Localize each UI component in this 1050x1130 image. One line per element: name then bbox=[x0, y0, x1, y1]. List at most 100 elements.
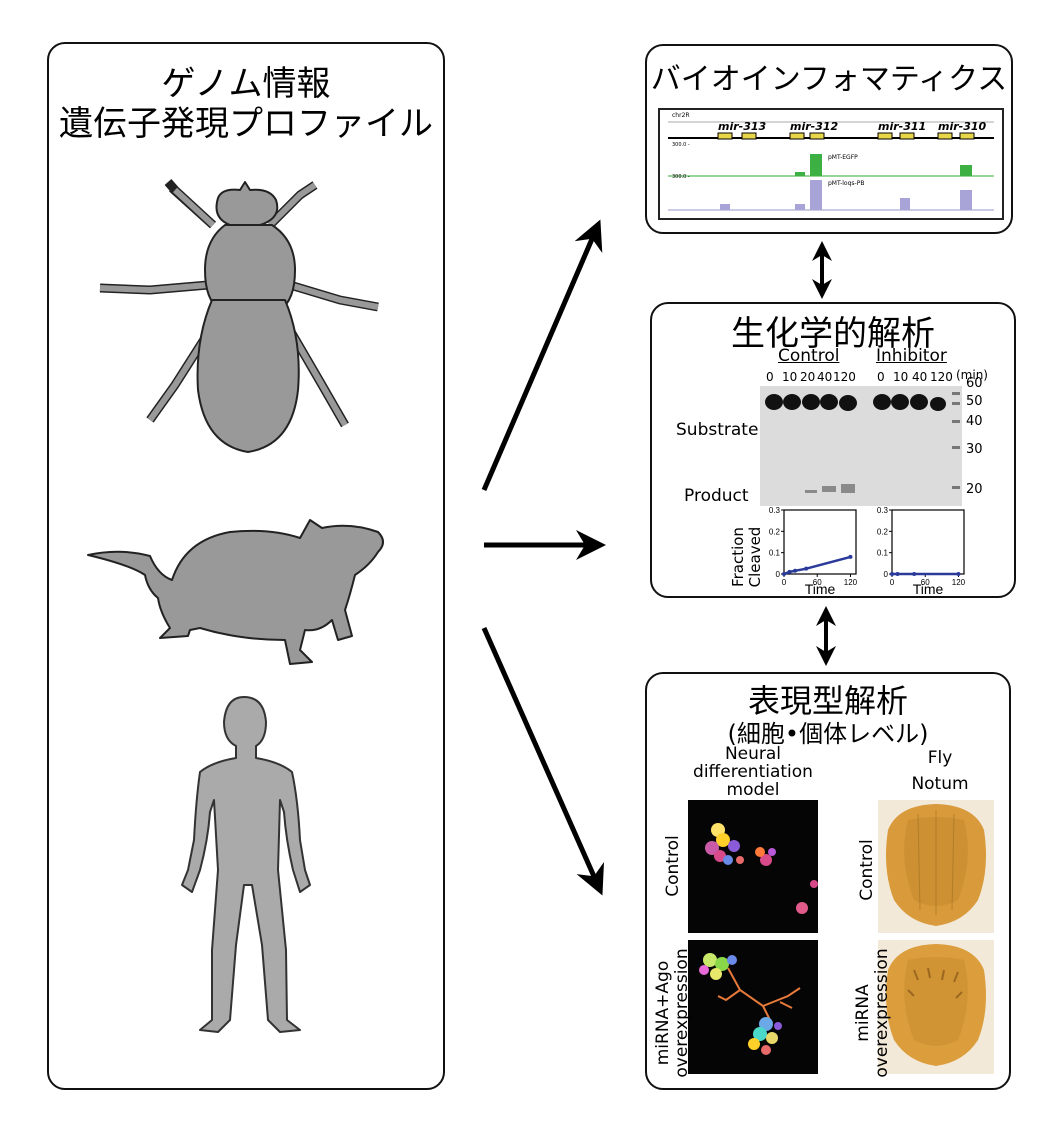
chart-1-xtick-label-2: 120 bbox=[952, 578, 966, 587]
mirna-overexpression-label: miRNA overexpression bbox=[853, 938, 892, 1088]
mirna-ago-label: miRNA+Ago overexpression bbox=[653, 938, 692, 1088]
control-time-0: 0 bbox=[766, 370, 774, 384]
gene-label-311: mir-311 bbox=[878, 120, 927, 133]
chart-0-xlabel: Time bbox=[805, 581, 836, 597]
min-label: (min) bbox=[956, 368, 988, 382]
chrom-label: chr2R bbox=[672, 112, 690, 119]
chart-1-point-1 bbox=[895, 572, 900, 576]
chart-0-ytick-label-0: 0.3 bbox=[769, 506, 781, 515]
inhibitor-time-40: 40 bbox=[912, 370, 928, 384]
genome-browser-tracks bbox=[668, 121, 994, 211]
ladder-20: 20 bbox=[966, 482, 983, 497]
neural-mirna-ago-image bbox=[688, 940, 818, 1074]
genome-info-title: ゲノム情報 bbox=[161, 64, 331, 104]
chart-0-xtick-label-1: 60 bbox=[813, 578, 822, 587]
chart-0-xtick-label-2: 120 bbox=[844, 578, 858, 587]
chart-1-frame bbox=[891, 509, 965, 575]
control-label: Control bbox=[778, 346, 840, 366]
chart-0-ytick-label-2: 0.1 bbox=[769, 549, 781, 558]
notum-label: Notum bbox=[911, 774, 969, 794]
chart-1-xtick-label-0: 0 bbox=[890, 578, 895, 587]
phenotype-title: 表現型解析 bbox=[747, 682, 908, 720]
control-time-20: 20 bbox=[800, 370, 816, 384]
neural-label-3: model bbox=[726, 780, 780, 800]
neural-mirna-ago-cells bbox=[699, 953, 801, 1055]
fly-label: Fly bbox=[927, 748, 953, 768]
neural-label-1: Neural bbox=[724, 744, 782, 764]
loqs-peak-311 bbox=[900, 198, 910, 210]
neural-control-cells bbox=[705, 823, 818, 914]
egfp-peak-310 bbox=[960, 165, 972, 176]
chart-1-ytick-label-2: 0.1 bbox=[877, 549, 889, 558]
control-time-10: 10 bbox=[782, 370, 798, 384]
control-time-120: 120 bbox=[833, 370, 856, 384]
neural-control-label: Control bbox=[663, 835, 683, 897]
chart-0-point-3 bbox=[804, 566, 809, 571]
chart-0-ytick-label-3: 0 bbox=[776, 570, 781, 579]
notum-mirna-thorax bbox=[886, 944, 986, 1066]
mirna-ago-label-1: miRNA+Ago bbox=[653, 960, 673, 1066]
neural-control-image bbox=[688, 800, 818, 933]
chart-0-point-0 bbox=[782, 572, 786, 576]
ladder-40: 40 bbox=[966, 414, 983, 429]
inhibitor-time-0: 0 bbox=[877, 370, 885, 384]
gel-bands bbox=[765, 392, 960, 493]
mirna-ago-label-2: overexpression bbox=[672, 948, 692, 1078]
product-label: Product bbox=[684, 486, 749, 506]
genome-browser: chr2R mir-313 mir-312 mir-311 mir-310 30… bbox=[658, 108, 1004, 220]
chart-1-point-0 bbox=[890, 572, 894, 576]
track2-scale: 300.0 - bbox=[672, 174, 690, 180]
gene-expression-title: 遺伝子発現プロファイル bbox=[59, 104, 433, 144]
chart-1-point-2 bbox=[912, 572, 917, 576]
gel-image bbox=[760, 386, 962, 506]
notum-control-image bbox=[878, 800, 994, 933]
chart-0-xtick-label-0: 0 bbox=[782, 578, 787, 587]
chart-1-ytick-label-0: 0.3 bbox=[877, 506, 889, 515]
chart-1-ytick-label-1: 0.2 bbox=[877, 527, 889, 536]
biochem-title: 生化学的解析 bbox=[731, 314, 935, 354]
chart-1-xtick-label-1: 60 bbox=[921, 578, 930, 587]
track1-scale: 300.0 - bbox=[672, 142, 690, 148]
inhibitor-time-120: 120 bbox=[930, 370, 953, 384]
loqs-peak-small bbox=[795, 204, 805, 210]
ladder-60: 60 bbox=[966, 376, 983, 391]
mirna-label-2: overexpression bbox=[872, 948, 892, 1078]
egfp-peak-small bbox=[795, 172, 805, 176]
mirna-label-1: miRNA bbox=[853, 984, 873, 1042]
loqs-peak-312 bbox=[810, 180, 822, 210]
track2-label: pMT-loqs-PB bbox=[828, 180, 865, 187]
chart-0-point-2 bbox=[793, 568, 798, 573]
chart-0-ytick-label-1: 0.2 bbox=[769, 527, 781, 536]
gene-label-312: mir-312 bbox=[790, 120, 839, 133]
chart-1-xlabel: Time bbox=[913, 581, 944, 597]
ladder-50: 50 bbox=[966, 394, 983, 409]
bioinformatics-title: バイオインフォマティクス bbox=[650, 62, 1008, 97]
chart-0-point-4 bbox=[848, 554, 853, 559]
chart-1-point-3 bbox=[956, 572, 961, 576]
notum-control-label: Control bbox=[857, 839, 877, 901]
gene-label-310: mir-310 bbox=[938, 120, 987, 133]
track1-label: pMT-EGFP bbox=[828, 154, 858, 161]
egfp-peak-312 bbox=[810, 154, 822, 176]
arrow-to-phenotype bbox=[481, 626, 604, 896]
chart-0-frame bbox=[783, 509, 857, 575]
control-time-40: 40 bbox=[817, 370, 833, 384]
phenotype-subtitle: (細胞•個体レベル) bbox=[727, 720, 929, 748]
arrow-to-bioinformatics bbox=[481, 219, 603, 491]
loqs-peak-310 bbox=[960, 190, 972, 210]
neural-label-2: differentiation bbox=[693, 762, 813, 782]
gene-label-313: mir-313 bbox=[718, 120, 767, 133]
chart-0-point-1 bbox=[787, 569, 792, 574]
ladder-30: 30 bbox=[966, 442, 983, 457]
loqs-peak-313 bbox=[720, 204, 730, 210]
inhibitor-label: Inhibitor bbox=[876, 346, 947, 366]
notum-control-thorax bbox=[886, 804, 986, 926]
notum-mirna-image bbox=[878, 940, 994, 1074]
inhibitor-time-10: 10 bbox=[893, 370, 909, 384]
chart-1-ytick-label-3: 0 bbox=[884, 570, 889, 579]
